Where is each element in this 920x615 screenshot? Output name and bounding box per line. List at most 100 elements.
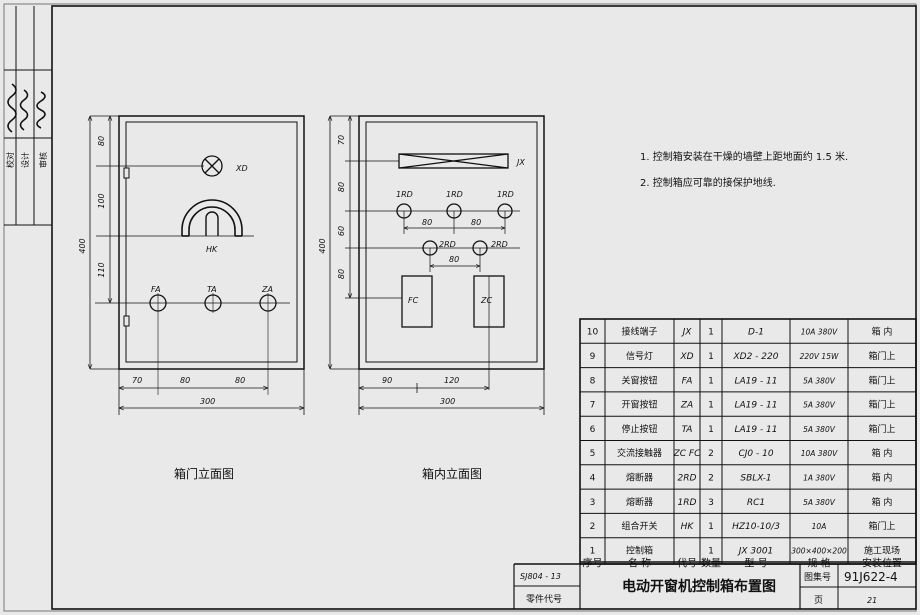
note-1: 1. 控制箱安装在干燥的墙壁上距地面约 1.5 米.	[640, 150, 848, 163]
label-2rd-a: 2RD	[439, 240, 456, 249]
side-stamp: 陈家惠 (signature) 王栋 (signature) 钱斌 (signa…	[3, 56, 48, 168]
table-cell: 接线端子	[621, 326, 657, 338]
table-cell: 3	[590, 498, 596, 508]
table-cell: JX 3001	[737, 546, 774, 556]
table-cell: 5	[590, 449, 596, 459]
door-dim-horizontal	[118, 369, 305, 415]
table-cell: 220V 15W	[800, 352, 839, 361]
contactor-fc-symbol	[401, 275, 433, 328]
indicator-lamp-symbol	[201, 155, 223, 177]
inside-dim-80b: 80	[471, 218, 481, 227]
inside-dim-60: 60	[337, 226, 346, 236]
door-dim-400: 400	[78, 238, 87, 253]
table-cell: 1	[708, 328, 714, 338]
table-cell: 箱门上	[868, 399, 895, 411]
table-cell: 1	[708, 352, 714, 362]
table-cell: XD	[679, 352, 693, 362]
sheet-frame	[3, 3, 917, 612]
inside-dim-120: 120	[444, 376, 459, 385]
table-cell: 2RD	[678, 473, 697, 483]
side-role-3: 审核	[38, 152, 48, 168]
table-cell: 1A 380V	[803, 473, 836, 482]
inside-dim-horizontal	[358, 369, 545, 415]
label-za: ZA	[261, 285, 273, 294]
label-jx: JX	[515, 158, 525, 167]
door-dim-70: 70	[132, 376, 142, 385]
label-1rd-b: 1RD	[446, 190, 463, 199]
table-cell: 10A 380V	[801, 449, 838, 458]
table-cell: 1	[708, 376, 714, 386]
table-cell: 2	[590, 522, 596, 532]
table-cell: 1	[708, 425, 714, 435]
notes: 1. 控制箱安装在干燥的墙壁上距地面约 1.5 米. 2. 控制箱应可靠的接保护…	[640, 150, 848, 189]
inside-dim-400: 400	[318, 238, 327, 253]
table-cell: 箱 内	[872, 471, 893, 483]
table-cell: 箱门上	[868, 423, 895, 435]
parts-code-label: 零件代号	[526, 593, 562, 605]
combination-switch-symbol	[170, 199, 254, 237]
table-cell: 6	[590, 425, 596, 435]
table-cell: 箱 内	[872, 447, 893, 459]
table-cell: 熔断器	[626, 471, 653, 483]
table-cell: 8	[590, 376, 596, 386]
inside-dim-v80a: 80	[337, 182, 346, 192]
table-cell: 3	[708, 498, 714, 508]
door-hinge-top	[123, 167, 130, 179]
table-cell: HZ10-10/3	[732, 522, 780, 532]
label-1rd-c: 1RD	[497, 190, 514, 199]
side-role-2: 设计	[20, 152, 30, 168]
table-header-cell: 安装位置	[862, 557, 902, 570]
note-2: 2. 控制箱应可靠的接保护地线.	[640, 176, 776, 189]
table-cell: 熔断器	[626, 496, 653, 508]
table-cell: 控制箱	[626, 544, 653, 556]
door-dim-vertical	[90, 115, 204, 370]
table-cell: LA19 - 11	[734, 401, 777, 411]
label-fc: FC	[408, 296, 419, 305]
table-cell: D-1	[748, 328, 764, 338]
inside-outline	[358, 115, 545, 370]
table-cell: 4	[590, 473, 596, 483]
inside-dim-70: 70	[337, 135, 346, 145]
label-fa: FA	[151, 285, 161, 294]
side-signature-1: 陈家惠 (signature)	[3, 56, 17, 153]
table-cell: 2	[708, 449, 714, 459]
inside-view-caption: 箱内立面图	[422, 466, 482, 481]
table-cell: 关窗按钮	[621, 374, 657, 386]
table-cell: SBLX-1	[740, 473, 771, 483]
table-cell: ZA	[680, 401, 693, 411]
page-number: 21	[867, 596, 877, 605]
label-hk: HK	[206, 245, 218, 254]
table-cell: 5A 380V	[803, 498, 836, 507]
door-dim-80b: 80	[235, 376, 245, 385]
label-2rd-b: 2RD	[491, 240, 508, 249]
inside-dim-300: 300	[440, 397, 455, 406]
table-cell: 5A 380V	[803, 401, 836, 410]
door-outline	[118, 115, 305, 370]
table-header-cell: 规 格	[807, 557, 830, 570]
table-cell: 1	[708, 401, 714, 411]
table-cell: 开窗按钮	[621, 399, 657, 411]
door-view: XD HK FA TA ZA 80 1	[78, 115, 305, 481]
table-cell: 10A 380V	[801, 328, 838, 337]
table-cell: 300×400×200	[791, 546, 847, 555]
table-header-cell: 序号	[583, 557, 603, 570]
atlas-number: 91J622-4	[844, 570, 898, 584]
page-label: 页	[814, 595, 823, 606]
parts-table-grid	[579, 318, 917, 565]
table-cell: CJ0 - 10	[738, 449, 773, 459]
door-hinge-bottom	[123, 315, 130, 327]
table-cell: FA	[682, 376, 693, 386]
table-cell: 1	[708, 522, 714, 532]
inside-view: JX 1RD 1RD 1RD 80 80 2RD 2RD 80	[318, 115, 545, 481]
inside-dim-v80b: 80	[337, 269, 346, 279]
table-cell: 7	[590, 401, 596, 411]
table-cell: ZC FC	[673, 449, 701, 459]
series-code: SJ804 - 13	[520, 572, 561, 581]
label-xd: XD	[235, 164, 248, 173]
table-cell: 箱 内	[872, 326, 893, 338]
atlas-label: 图集号	[804, 571, 831, 583]
table-cell: XD2 - 220	[733, 352, 779, 362]
door-dim-100: 100	[97, 193, 106, 208]
